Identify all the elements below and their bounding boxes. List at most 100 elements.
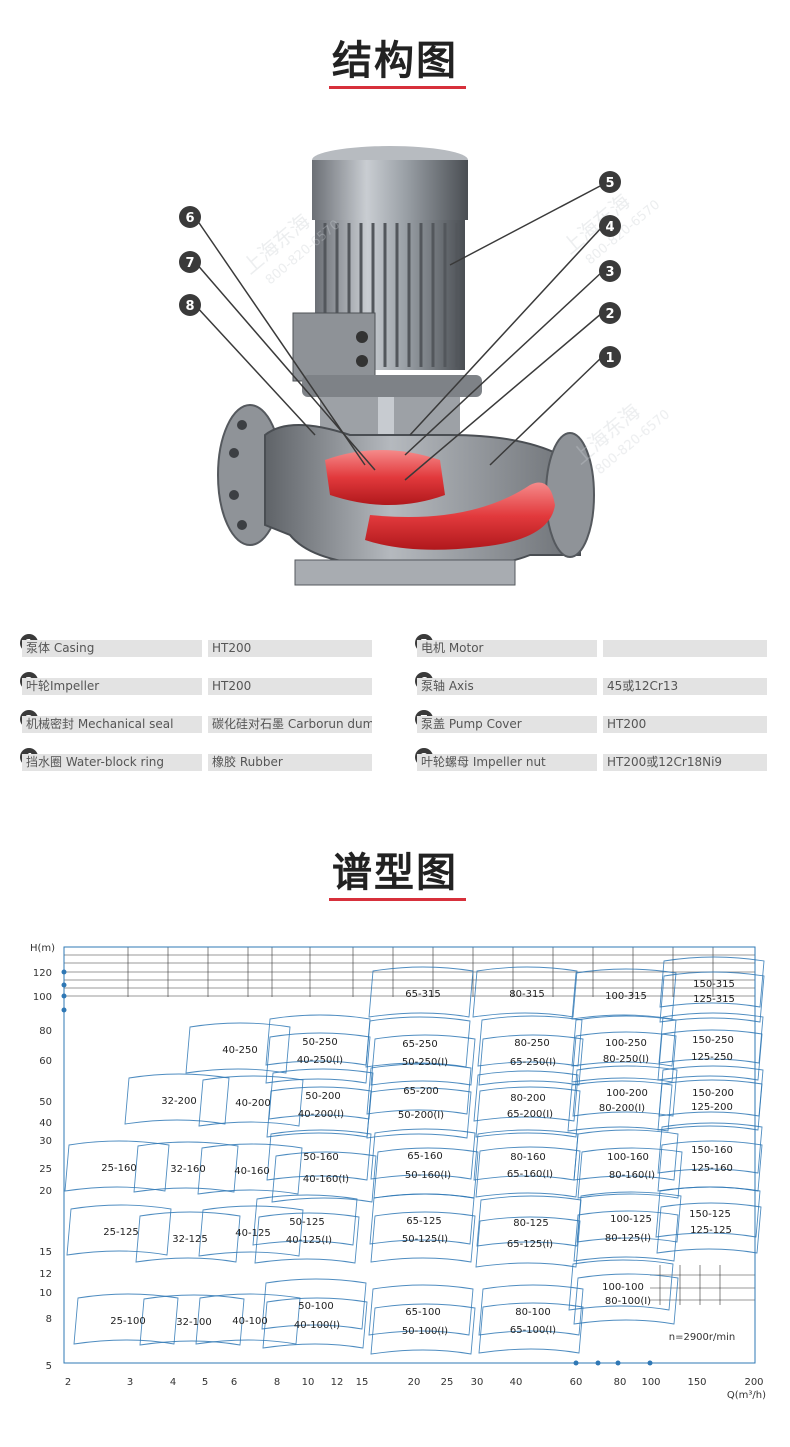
axis-marker (647, 1360, 653, 1366)
region-label: 150-125 (689, 1209, 731, 1220)
x-tick-label: 10 (302, 1377, 315, 1388)
region-label: 80-160(I) (609, 1170, 655, 1181)
region-outline (475, 1216, 581, 1268)
region-outline (370, 1034, 476, 1086)
y-tick-label: 10 (39, 1288, 52, 1299)
region-label: 80-250 (514, 1038, 549, 1049)
y-tick-label: 15 (39, 1247, 52, 1258)
region-outline (567, 1080, 673, 1132)
part-material: HT200 (208, 678, 372, 695)
region-outline (473, 1070, 579, 1122)
region-label: 25-125 (103, 1227, 138, 1238)
region-label: 50-125 (289, 1217, 324, 1228)
region-label: 65-100 (405, 1307, 440, 1318)
region-label: 80-160 (510, 1152, 545, 1163)
region-label: 40-100 (232, 1316, 267, 1327)
callout-7: 7 (179, 251, 201, 273)
region-label: 50-100 (298, 1301, 333, 1312)
y-tick-label: 25 (39, 1164, 52, 1175)
region-outline (133, 1141, 239, 1193)
region-label: 125-315 (693, 994, 735, 1005)
region-label: 80-100 (515, 1307, 550, 1318)
callout-2: 2 (599, 302, 621, 324)
region-outline (198, 1205, 304, 1257)
region-outline (573, 1129, 679, 1181)
region-outline (370, 1128, 476, 1180)
region-label: 40-250 (222, 1045, 257, 1056)
x-tick-label: 5 (202, 1377, 208, 1388)
region-outline (124, 1073, 230, 1125)
svg-text:3: 3 (605, 265, 614, 280)
callout-6: 6 (179, 206, 201, 228)
callout-3: 3 (599, 260, 621, 282)
y-tick-label: 20 (39, 1186, 52, 1197)
part-row-3: 3 机械密封 Mechanical seal 碳化硅对石墨 Carborun d… (20, 710, 372, 738)
region-outline (64, 1140, 170, 1192)
callout-1: 1 (599, 346, 621, 368)
region-outline (659, 956, 765, 1008)
region-label: 80-250(I) (603, 1054, 649, 1065)
region-label: 100-160 (607, 1152, 649, 1163)
region-label: 40-100(I) (294, 1320, 340, 1331)
region-label: 40-125(I) (286, 1235, 332, 1246)
impeller (325, 450, 445, 505)
region-outline (370, 1303, 476, 1355)
x-axis-label: Q(m³/h) (727, 1390, 766, 1401)
region-outline (476, 1195, 582, 1247)
region-label: 100-250 (605, 1038, 647, 1049)
region-label: 50-200 (305, 1091, 340, 1102)
y-tick-label: 5 (46, 1361, 52, 1372)
y-tick-label: 60 (39, 1056, 52, 1067)
speed-note: n=2900r/min (669, 1332, 736, 1343)
part-name: 泵体 Casing (22, 640, 202, 657)
region-outline (265, 1032, 371, 1084)
x-tick-label: 20 (408, 1377, 421, 1388)
motor-fan-cover (312, 160, 468, 220)
x-tick-label: 25 (441, 1377, 454, 1388)
region-outline (573, 1273, 679, 1325)
svg-text:2: 2 (605, 307, 614, 322)
region-outline (655, 1186, 761, 1238)
region-label: 50-160 (303, 1152, 338, 1163)
x-tick-label: 150 (687, 1377, 706, 1388)
x-tick-label: 12 (331, 1377, 344, 1388)
region-label: 40-125 (235, 1228, 270, 1239)
part-row-5: 5 电机 Motor (415, 634, 767, 662)
axis-marker (61, 982, 67, 988)
axis-marker (595, 1360, 601, 1366)
y-tick-label: 100 (33, 992, 52, 1003)
region-label: 80-100(I) (605, 1296, 651, 1307)
region-outline (478, 1034, 584, 1086)
region-label: 50-200(I) (398, 1110, 444, 1121)
volute-passage (365, 482, 555, 550)
x-tick-label: 15 (356, 1377, 369, 1388)
chart-axes (61, 946, 756, 1366)
region-label: 65-125(I) (507, 1239, 553, 1250)
region-label: 40-160(I) (303, 1174, 349, 1185)
svg-text:5: 5 (605, 176, 614, 191)
region-outline (271, 1151, 377, 1203)
region-outline (66, 1204, 172, 1256)
axis-marker (573, 1360, 579, 1366)
region-outline (139, 1294, 245, 1346)
axis-marker (61, 993, 67, 999)
region-outline (658, 1012, 764, 1064)
region-label: 32-200 (161, 1096, 196, 1107)
region-label: 65-250 (402, 1039, 437, 1050)
y-tick-label: 30 (39, 1136, 52, 1147)
region-label: 40-200(I) (298, 1109, 344, 1120)
x-tick-label: 3 (127, 1377, 133, 1388)
region-outline (657, 1122, 763, 1174)
svg-text:6: 6 (185, 211, 194, 226)
region-outline (185, 1022, 291, 1074)
region-label: 50-100(I) (402, 1326, 448, 1337)
region-label: 125-125 (690, 1225, 732, 1236)
region-label: 32-160 (170, 1164, 205, 1175)
chart-title: 谱型图 (332, 850, 458, 896)
part-row-7: 7 泵盖 Pump Cover HT200 (415, 710, 767, 738)
region-outline (657, 1029, 763, 1081)
region-outline (195, 1293, 301, 1345)
region-outline (659, 971, 765, 1023)
region-outline (266, 1129, 372, 1181)
